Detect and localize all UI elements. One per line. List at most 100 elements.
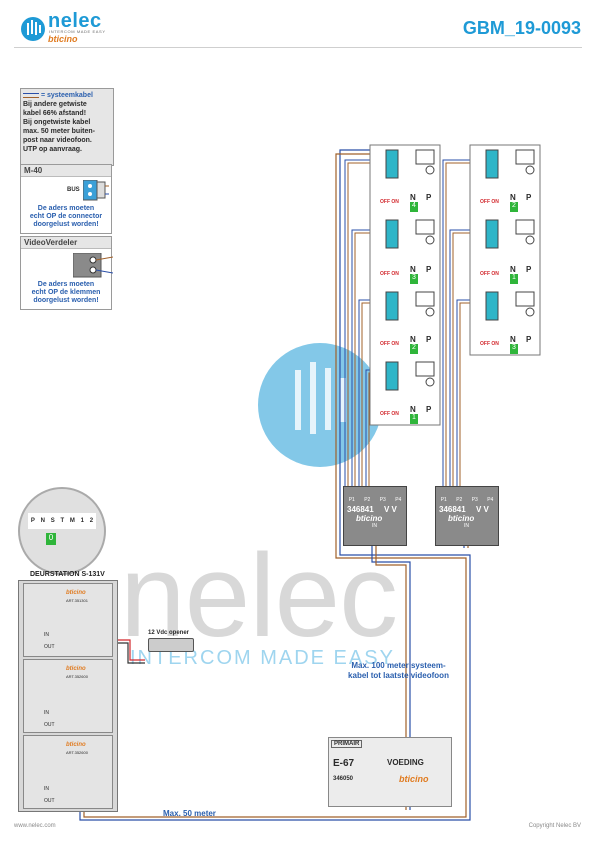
address-number: 3 xyxy=(510,344,518,354)
video-distributor-right: P1 P2 P3 P4 346841 V V bticino IN xyxy=(435,486,499,546)
vv-panel-title: VideoVerdeler xyxy=(21,237,111,249)
address-number: 2 xyxy=(510,202,518,212)
psu-model: E-67 xyxy=(333,758,355,769)
off-on-label: OFF ON xyxy=(480,271,499,277)
videophone-monitor xyxy=(378,148,438,180)
legend-line: UTP op aanvraag. xyxy=(23,146,83,153)
out-label: OUT xyxy=(44,644,55,650)
port-label: P4 xyxy=(395,497,402,503)
terminal-label: P xyxy=(30,518,35,524)
videophone-monitor xyxy=(378,218,438,250)
cable-legend: = systeemkabel Bij andere getwiste kabel… xyxy=(20,88,114,166)
address-switch: OFF ON N P 1 xyxy=(480,265,538,285)
p-label: P xyxy=(526,265,532,274)
n-label: N xyxy=(410,335,416,344)
opener-label: 12 Vdc opener xyxy=(148,630,190,636)
door-module-3: bticino ART.352600 IN OUT xyxy=(23,735,113,809)
psu-brand: bticino xyxy=(399,774,429,784)
videophone-monitor xyxy=(378,290,438,322)
watermark-logo-icon xyxy=(258,343,382,467)
max-50-note: Max. 50 meter xyxy=(163,809,216,818)
videophone-monitor xyxy=(478,218,538,250)
address-switch: OFF ON N P 3 xyxy=(480,335,538,355)
n-label: N xyxy=(510,265,516,274)
address-number: 1 xyxy=(410,414,418,424)
legend-line: Bij ongetwiste kabel xyxy=(23,119,91,126)
m40-title: M-40 xyxy=(21,165,111,177)
legend-line: Bij andere getwiste xyxy=(23,101,87,108)
videophone-monitor xyxy=(478,290,538,322)
door-module-2: bticino ART.352600 IN OUT xyxy=(23,659,113,733)
n-label: N xyxy=(410,265,416,274)
door-address: 0 xyxy=(46,533,56,545)
brand-sub: bticino xyxy=(48,34,78,44)
in-label: IN xyxy=(44,786,49,792)
out-label: OUT xyxy=(44,722,55,728)
distributor-in: IN xyxy=(464,523,469,529)
port-label: P1 xyxy=(348,497,355,503)
vv-panel-note: doorgelust worden! xyxy=(33,297,99,304)
brand-name: nelec xyxy=(48,10,102,32)
watermark-tagline: INTERCOM MADE EASY xyxy=(130,647,395,669)
distributor-vv: V V xyxy=(383,505,397,514)
distributor-brand: bticino xyxy=(356,514,383,523)
bus-label: BUS xyxy=(67,187,80,193)
n-label: N xyxy=(510,335,516,344)
connector-icon xyxy=(83,180,109,201)
door-opener xyxy=(148,638,194,652)
n-label: N xyxy=(510,193,516,202)
terminal-label: M xyxy=(69,518,75,524)
module-brand: bticino xyxy=(66,742,86,748)
footer-copyright: Copyright Nelec BV xyxy=(528,823,581,829)
max-100-note: Max. 100 meter systeem- kabel tot laatst… xyxy=(348,661,449,680)
module-code: ART.352600 xyxy=(66,750,88,755)
right-apartment-column xyxy=(469,144,541,356)
module-code: ART.351301 xyxy=(66,598,88,603)
terminal-zoom-detail: P N S T M 1 2 0 xyxy=(18,487,106,575)
door-module-1: bticino ART.351301 IN OUT xyxy=(23,583,113,657)
vv-panel-note: echt OP de klemmen xyxy=(31,289,101,296)
in-label: IN xyxy=(44,632,49,638)
module-brand: bticino xyxy=(66,666,86,672)
footer-website[interactable]: www.nelec.com xyxy=(14,823,56,829)
header-divider xyxy=(14,47,582,48)
terminal-label: 2 xyxy=(89,518,94,524)
p-label: P xyxy=(426,265,432,274)
n-label: N xyxy=(410,193,416,202)
brand-logo xyxy=(20,14,130,48)
distributor-brand: bticino xyxy=(448,514,475,523)
videophone-monitor xyxy=(378,360,438,392)
m40-note: doorgelust worden! xyxy=(33,221,99,228)
distributor-model: 346841 xyxy=(347,505,374,514)
distributor-in: IN xyxy=(372,523,377,529)
off-on-label: OFF ON xyxy=(380,411,399,417)
off-on-label: OFF ON xyxy=(380,199,399,205)
address-switch: OFF ON N P 3 xyxy=(380,265,438,285)
door-station: bticino ART.351301 IN OUT bticino ART.35… xyxy=(18,580,118,812)
terminal-label: 1 xyxy=(80,518,85,524)
m40-note: De aders moeten xyxy=(37,205,95,212)
power-supply: PRIMAIR E-67 VOEDING 346050 bticino xyxy=(328,737,452,807)
brand-tagline: INTERCOM MADE EASY xyxy=(49,29,106,34)
address-switch: OFF ON N P 2 xyxy=(380,335,438,355)
terminal-label: N xyxy=(40,518,45,524)
address-switch: OFF ON N P 1 xyxy=(380,405,438,425)
off-on-label: OFF ON xyxy=(480,341,499,347)
legend-title: = systeemkabel xyxy=(23,91,111,100)
door-station-title: DEURSTATION S-131V xyxy=(30,571,105,578)
system-cable xyxy=(79,149,471,821)
distributor-model: 346841 xyxy=(439,505,466,514)
port-label: P4 xyxy=(487,497,494,503)
in-label: IN xyxy=(44,710,49,716)
vv-panel-note: De aders moeten xyxy=(37,281,95,288)
p-label: P xyxy=(426,335,432,344)
nelec-logo-icon xyxy=(21,17,45,41)
p-label: P xyxy=(426,405,432,414)
document-id: GBM_19-0093 xyxy=(462,18,581,38)
module-brand: bticino xyxy=(66,590,86,596)
terminal-block-icon xyxy=(73,253,113,278)
videophone-monitor xyxy=(478,148,538,180)
terminal-label: S xyxy=(50,518,55,524)
legend-line: max. 50 meter buiten- xyxy=(23,128,95,135)
